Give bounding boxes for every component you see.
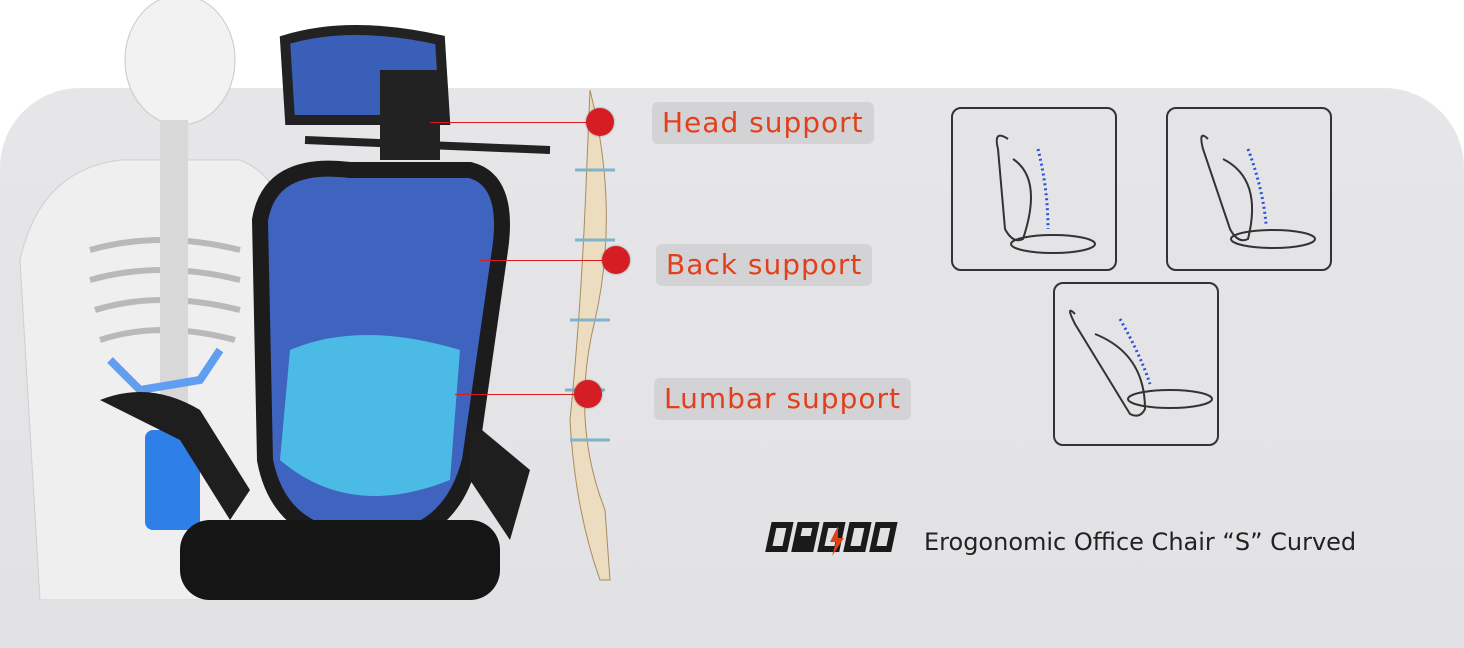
spine-illustration — [565, 90, 615, 581]
posture-diagram-slight-recline — [1166, 107, 1332, 271]
chair-outline-icon — [995, 134, 1096, 254]
back-support-label: Back support — [656, 244, 873, 286]
chair-outline-icon — [1069, 309, 1213, 417]
posture-diagram-full-recline — [1053, 282, 1219, 446]
office-chair-image — [100, 25, 551, 600]
posture-diagram-upright — [951, 107, 1117, 271]
lumbar-support-marker — [574, 380, 602, 408]
head-support-label: Head support — [652, 102, 874, 144]
back-callout-line — [480, 260, 610, 261]
brand-logo — [765, 522, 898, 556]
back-support-marker — [602, 246, 630, 274]
human-skeleton-illustration — [19, 0, 291, 600]
chair-outline-icon — [1200, 134, 1316, 249]
head-callout-line — [430, 122, 600, 123]
product-tagline: Erogonomic Office Chair “S” Curved — [924, 528, 1357, 556]
head-support-marker — [586, 108, 614, 136]
lumbar-callout-line — [455, 394, 585, 395]
lumbar-support-label: Lumbar support — [654, 378, 911, 420]
